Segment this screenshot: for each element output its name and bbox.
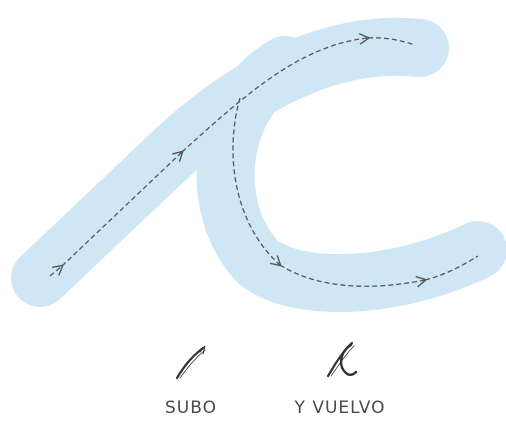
upstroke-guide-part2 [61,150,184,267]
letter-stroke-shape [11,17,506,313]
return-guide-part1 [232,97,282,267]
tracing-guides [49,33,479,288]
upstroke-guide-part1 [49,264,64,277]
caption-y-vuelvo: Y VUELVO [294,398,386,418]
return-guide-part2 [279,264,427,288]
upstroke-guide-part3 [181,33,370,153]
upstroke-icon [175,345,206,380]
caption-subo: SUBO [165,398,217,418]
upstroke-guide-tail [367,37,416,46]
upstroke-and-return-icon [326,341,358,378]
return-curve-band [196,36,506,313]
